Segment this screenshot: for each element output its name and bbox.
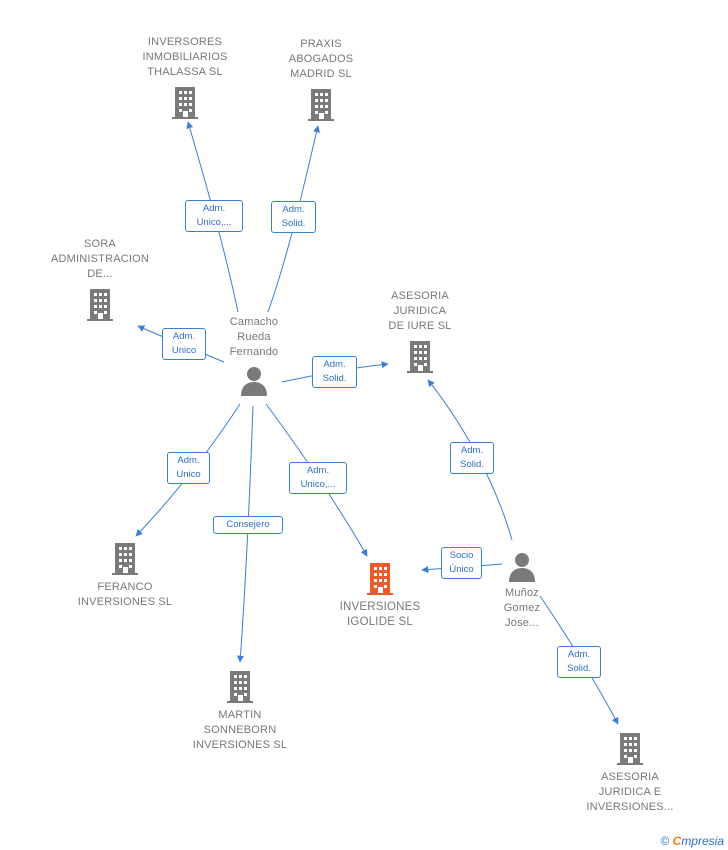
- node-label: MARTIN SONNEBORN INVERSIONES SL: [192, 709, 288, 751]
- edge-label-thalassa[interactable]: Adm. Unico,...: [185, 200, 243, 232]
- node-label: Muñoz Gomez Jose...: [503, 587, 541, 629]
- node-inversiones-igolide[interactable]: INVERSIONES IGOLIDE SL: [320, 562, 440, 630]
- edge-label-feranco[interactable]: Adm. Unico: [167, 452, 210, 484]
- edge-label-martin[interactable]: Consejero: [213, 516, 283, 534]
- node-camacho-rueda[interactable]: Camacho Rueda Fernando: [204, 315, 304, 397]
- building-icon: [407, 341, 433, 373]
- building-icon: [227, 671, 253, 703]
- node-label: ASESORIA JURIDICA E INVERSIONES...: [586, 771, 674, 813]
- building-icon: [308, 89, 334, 121]
- edge-label-praxis[interactable]: Adm. Solid.: [271, 201, 316, 233]
- edge-label-igolide-camacho[interactable]: Adm. Unico,...: [289, 462, 347, 494]
- node-munoz-gomez[interactable]: Muñoz Gomez Jose...: [486, 551, 558, 631]
- building-icon: [112, 543, 138, 575]
- node-martin-sonneborn[interactable]: MARTIN SONNEBORN INVERSIONES SL: [175, 670, 305, 753]
- person-icon: [241, 367, 267, 396]
- edge-line-martin: [236, 405, 254, 663]
- edge-label-igolide-munoz[interactable]: Socio Único: [441, 547, 482, 579]
- building-icon: [87, 289, 113, 321]
- brand-logo-letter: C: [672, 834, 682, 848]
- node-label: ASESORIA JURIDICA DE IURE SL: [388, 290, 452, 332]
- node-sora-administracion[interactable]: SORA ADMINISTRACION DE...: [40, 237, 160, 322]
- building-icon: [172, 87, 198, 119]
- brand-logo-text: mpresia: [681, 834, 724, 848]
- person-icon: [509, 553, 535, 582]
- node-label: FERANCO INVERSIONES SL: [77, 581, 173, 608]
- node-label: PRAXIS ABOGADOS MADRID SL: [288, 38, 354, 80]
- node-label: INVERSIONES IGOLIDE SL: [339, 601, 421, 628]
- node-label: INVERSORES INMOBILIARIOS THALASSA SL: [142, 36, 228, 78]
- footer-brand: © Cmpresia: [660, 834, 724, 848]
- node-praxis-abogados[interactable]: PRAXIS ABOGADOS MADRID SL: [266, 37, 376, 122]
- building-icon: [617, 733, 643, 765]
- edge-label-iure-munoz[interactable]: Adm. Solid.: [450, 442, 494, 474]
- node-label: SORA ADMINISTRACION DE...: [50, 238, 150, 280]
- node-feranco[interactable]: FERANCO INVERSIONES SL: [65, 542, 185, 610]
- copyright-icon: ©: [660, 834, 670, 848]
- node-asesoria-iure[interactable]: ASESORIA JURIDICA DE IURE SL: [365, 289, 475, 374]
- edge-label-sora[interactable]: Adm. Unico: [162, 328, 206, 360]
- node-asesoria-inversiones[interactable]: ASESORIA JURIDICA E INVERSIONES...: [570, 732, 690, 815]
- building-icon: [367, 563, 393, 595]
- edge-label-asesoria-inv[interactable]: Adm. Solid.: [557, 646, 601, 678]
- node-label: Camacho Rueda Fernando: [229, 316, 279, 358]
- edge-label-iure-camacho[interactable]: Adm. Solid.: [312, 356, 357, 388]
- node-inversores-thalassa[interactable]: INVERSORES INMOBILIARIOS THALASSA SL: [120, 35, 250, 120]
